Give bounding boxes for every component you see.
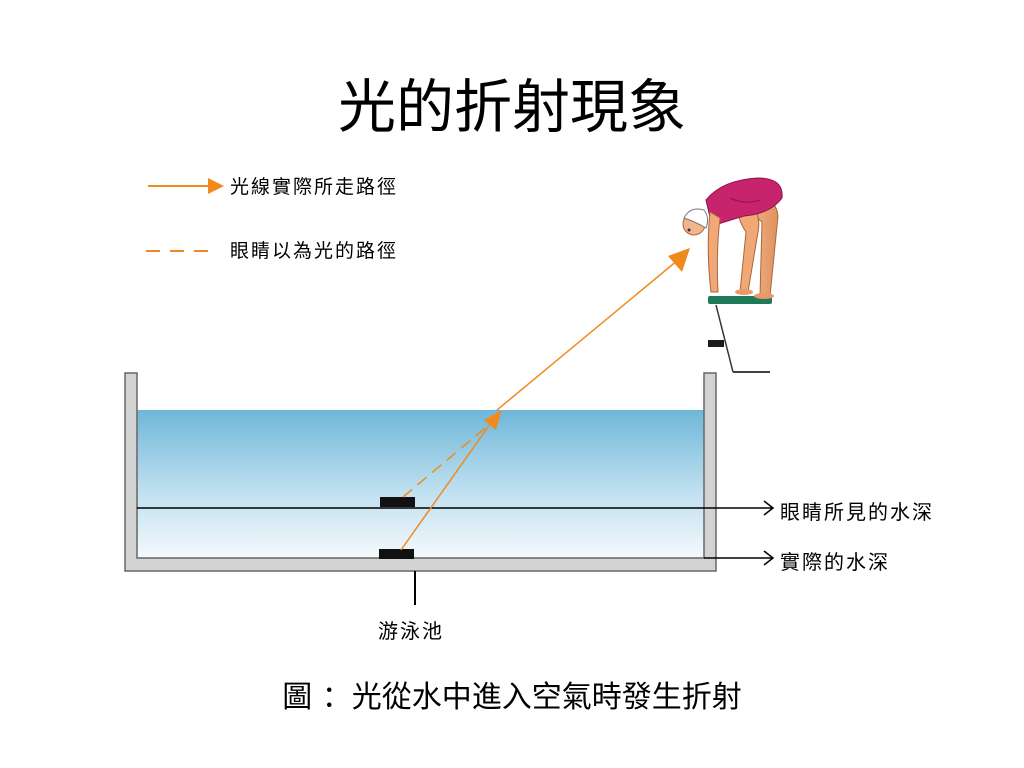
swimmer-figure bbox=[682, 177, 783, 299]
ray-arrowhead-water-icon bbox=[484, 410, 502, 430]
ray-arrowhead-air-icon bbox=[668, 248, 690, 272]
apparent-depth-label: 眼睛所見的水深 bbox=[780, 500, 934, 524]
legend-actual-label: 光線實際所走路徑 bbox=[230, 176, 398, 198]
actual-ray-air bbox=[496, 259, 679, 411]
actual-depth-label: 實際的水深 bbox=[780, 550, 890, 574]
swimsuit-fold bbox=[729, 197, 761, 203]
pool-walls bbox=[124, 372, 717, 572]
platform-step bbox=[708, 340, 724, 347]
pool-basin bbox=[124, 372, 717, 572]
figure-caption: 圖 ：光從水中進入空氣時發生折射 bbox=[282, 680, 742, 715]
actual-object bbox=[379, 549, 414, 559]
legend-perceived-path: 眼睛以為光的路徑 bbox=[146, 240, 398, 262]
legend-actual-path: 光線實際所走路徑 bbox=[148, 176, 398, 198]
swimmer-arm bbox=[707, 211, 721, 293]
actual-depth-arrow-icon bbox=[763, 550, 775, 566]
actual-ray-water bbox=[400, 419, 494, 551]
apparent-object bbox=[380, 497, 415, 507]
page-title: 光的折射現象 bbox=[337, 73, 686, 141]
legend-arrowhead-icon bbox=[208, 178, 224, 194]
diving-platform bbox=[708, 296, 772, 373]
pool-water bbox=[137, 410, 704, 558]
legend-perceived-label: 眼睛以為光的路徑 bbox=[230, 240, 398, 262]
swimmer-eye bbox=[687, 228, 691, 232]
swimmer-foot-2 bbox=[735, 289, 753, 295]
diving-board bbox=[708, 296, 772, 304]
swimmer-foot bbox=[754, 293, 774, 299]
apparent-depth-arrow-icon bbox=[763, 500, 775, 516]
swim-cap bbox=[683, 208, 709, 229]
pool-label: 游泳池 bbox=[378, 619, 444, 643]
platform-post bbox=[715, 304, 734, 373]
